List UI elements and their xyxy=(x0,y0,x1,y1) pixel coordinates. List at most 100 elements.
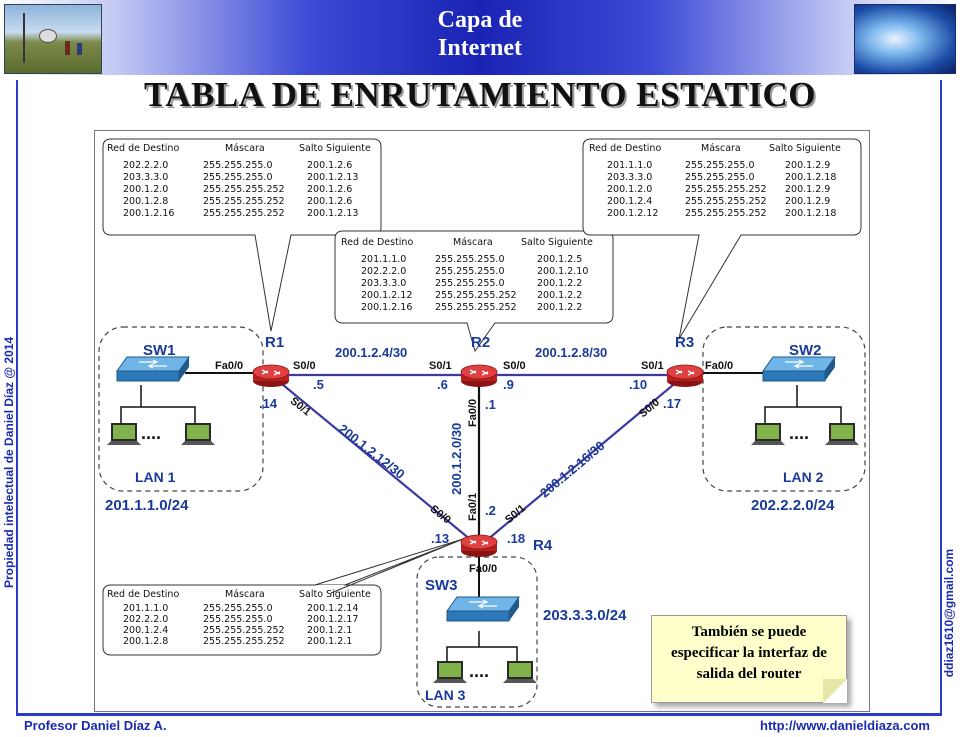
network-label-lan3: 203.3.3.0/24 xyxy=(543,607,627,624)
note-text: También se puede especificar la interfaz… xyxy=(671,624,827,682)
r2-row4-dest: 200.1.2.12 xyxy=(361,290,413,301)
iface-r2-fa00: Fa0/0 xyxy=(467,398,479,427)
header-title: Capa de Internet xyxy=(380,6,580,62)
r3-row5-next: 200.1.2.18 xyxy=(785,208,837,219)
r4-row2-dest: 202.2.2.0 xyxy=(123,614,169,625)
r3-row2-mask: 255.255.255.0 xyxy=(685,172,755,183)
r2-row2-mask: 255.255.255.0 xyxy=(435,266,505,277)
sw1-icon xyxy=(116,356,190,382)
r3-row1-dest: 201.1.1.0 xyxy=(607,160,653,171)
sticky-note: También se puede especificar la interfaz… xyxy=(651,615,847,703)
r2-row1-mask: 255.255.255.0 xyxy=(435,254,505,265)
iface-r1-s00: S0/0 xyxy=(293,360,316,372)
switch-label-sw2: SW2 xyxy=(789,342,822,359)
hand-network-art xyxy=(854,4,956,74)
topology-drawing xyxy=(98,138,866,708)
r4-row1-mask: 255.255.255.0 xyxy=(203,603,273,614)
r3-row3-mask: 255.255.255.252 xyxy=(685,184,767,195)
note-fold xyxy=(823,679,847,703)
callout-r4 xyxy=(102,584,382,656)
r2-row3-mask: 255.255.255.0 xyxy=(435,278,505,289)
r4-row3-next: 200.1.2.1 xyxy=(307,625,353,636)
r4-row4-next: 200.1.2.1 xyxy=(307,636,353,647)
table-header-mask: Máscara xyxy=(701,143,741,154)
r2-row2-next: 200.1.2.10 xyxy=(537,266,589,277)
laptop-icon-lan1-a xyxy=(107,423,141,445)
r4-row2-next: 200.1.2.17 xyxy=(307,614,359,625)
r2-row3-dest: 203.3.3.0 xyxy=(361,278,407,289)
email-text: ddiaz1610@gmail.com xyxy=(942,548,956,678)
table-header-next: Salto Siguiente xyxy=(521,237,593,248)
r3-row3-next: 200.1.2.9 xyxy=(785,184,831,195)
hosts-ellipsis-lan3: .... xyxy=(469,661,490,681)
r3-row5-mask: 255.255.255.252 xyxy=(685,208,767,219)
link-sw3-pcs xyxy=(446,631,518,661)
iface-r4-fa01: Fa0/1 xyxy=(467,492,479,521)
routing-table-r2: Red de Destino Máscara Salto Siguiente 2… xyxy=(341,237,611,321)
lan-label-lan1: LAN 1 xyxy=(135,469,176,485)
r3-row4-dest: 200.1.2.4 xyxy=(607,196,653,207)
ip-r2-fa00: .1 xyxy=(485,397,496,412)
r4-row3-mask: 255.255.255.252 xyxy=(203,625,285,636)
r2-row4-next: 200.1.2.2 xyxy=(537,290,583,301)
r3-row3-dest: 200.1.2.0 xyxy=(607,184,653,195)
antenna-photo xyxy=(4,4,102,74)
ip-r1-s00: .5 xyxy=(313,377,324,392)
r1-row5-dest: 200.1.2.16 xyxy=(123,208,175,219)
router-label-r1: R1 xyxy=(265,334,285,351)
r4-row1-dest: 201.1.1.0 xyxy=(123,603,169,614)
iface-r2-s01: S0/1 xyxy=(429,360,452,372)
r1-row3-mask: 255.255.255.252 xyxy=(203,184,285,195)
r3-row1-mask: 255.255.255.0 xyxy=(685,160,755,171)
r2-row5-dest: 200.1.2.16 xyxy=(361,302,413,313)
footer-url[interactable]: http://www.danieldiaza.com xyxy=(760,718,930,733)
r1-row1-dest: 202.2.2.0 xyxy=(123,160,169,171)
link-label-r2-r3: 200.1.2.8/30 xyxy=(535,345,608,360)
iface-r4-fa00: Fa0/0 xyxy=(469,563,498,575)
r4-row4-mask: 255.255.255.252 xyxy=(203,636,285,647)
link-r1-r4 xyxy=(270,374,478,546)
link-label-r1-r2: 200.1.2.4/30 xyxy=(335,345,408,360)
ip-r2-s01: .6 xyxy=(437,377,448,392)
callout-r3 xyxy=(582,138,862,340)
iface-r1-fa00: Fa0/0 xyxy=(215,360,244,372)
ip-r4-s01: .18 xyxy=(507,531,526,546)
router-icon-r2 xyxy=(460,364,498,387)
laptop-icon-lan3-a xyxy=(433,661,467,683)
lan3-boundary xyxy=(416,556,538,708)
table-header-mask: Máscara xyxy=(453,237,493,248)
sw3-icon xyxy=(446,596,520,622)
r1-row5-next: 200.1.2.13 xyxy=(307,208,359,219)
r1-row4-mask: 255.255.255.252 xyxy=(203,196,285,207)
table-header-next: Salto Siguiente xyxy=(769,143,841,154)
r4-row4-dest: 200.1.2.8 xyxy=(123,636,169,647)
footer-author: Profesor Daniel Díaz A. xyxy=(24,718,167,733)
ip-r4-fa01: .2 xyxy=(485,503,496,518)
r3-row4-mask: 255.255.255.252 xyxy=(685,196,767,207)
r1-row3-dest: 200.1.2.0 xyxy=(123,184,169,195)
r1-row2-next: 200.1.2.13 xyxy=(307,172,359,183)
header-title-line1: Capa de xyxy=(437,7,523,33)
table-header-next: Salto Siguiente xyxy=(299,143,371,154)
hosts-ellipsis-lan2: .... xyxy=(789,423,810,443)
copyright-text: Propiedad intelectual de Daniel Díaz @ 2… xyxy=(2,336,16,588)
r1-row1-next: 200.1.2.6 xyxy=(307,160,353,171)
network-diagram: Red de Destino Máscara Salto Siguiente 2… xyxy=(94,130,870,712)
header-banner: Capa de Internet xyxy=(0,0,960,75)
table-header-dest: Red de Destino xyxy=(589,143,662,154)
r3-row2-dest: 203.3.3.0 xyxy=(607,172,653,183)
ip-r1-s01: .14 xyxy=(259,396,278,411)
r3-row5-dest: 200.1.2.12 xyxy=(607,208,659,219)
link-sw2-pcs xyxy=(764,385,842,423)
lan1-boundary xyxy=(98,326,264,492)
bottom-border xyxy=(16,713,942,716)
r2-row1-dest: 201.1.1.0 xyxy=(361,254,407,265)
switch-label-sw3: SW3 xyxy=(425,577,458,594)
header-title-line2: Internet xyxy=(438,35,522,61)
network-label-lan2: 202.2.2.0/24 xyxy=(751,497,835,514)
switch-label-sw1: SW1 xyxy=(143,342,176,359)
router-icon-r1 xyxy=(252,364,290,387)
r3-row4-next: 200.1.2.9 xyxy=(785,196,831,207)
r1-row5-mask: 255.255.255.252 xyxy=(203,208,285,219)
link-sw1-pcs xyxy=(120,385,196,423)
